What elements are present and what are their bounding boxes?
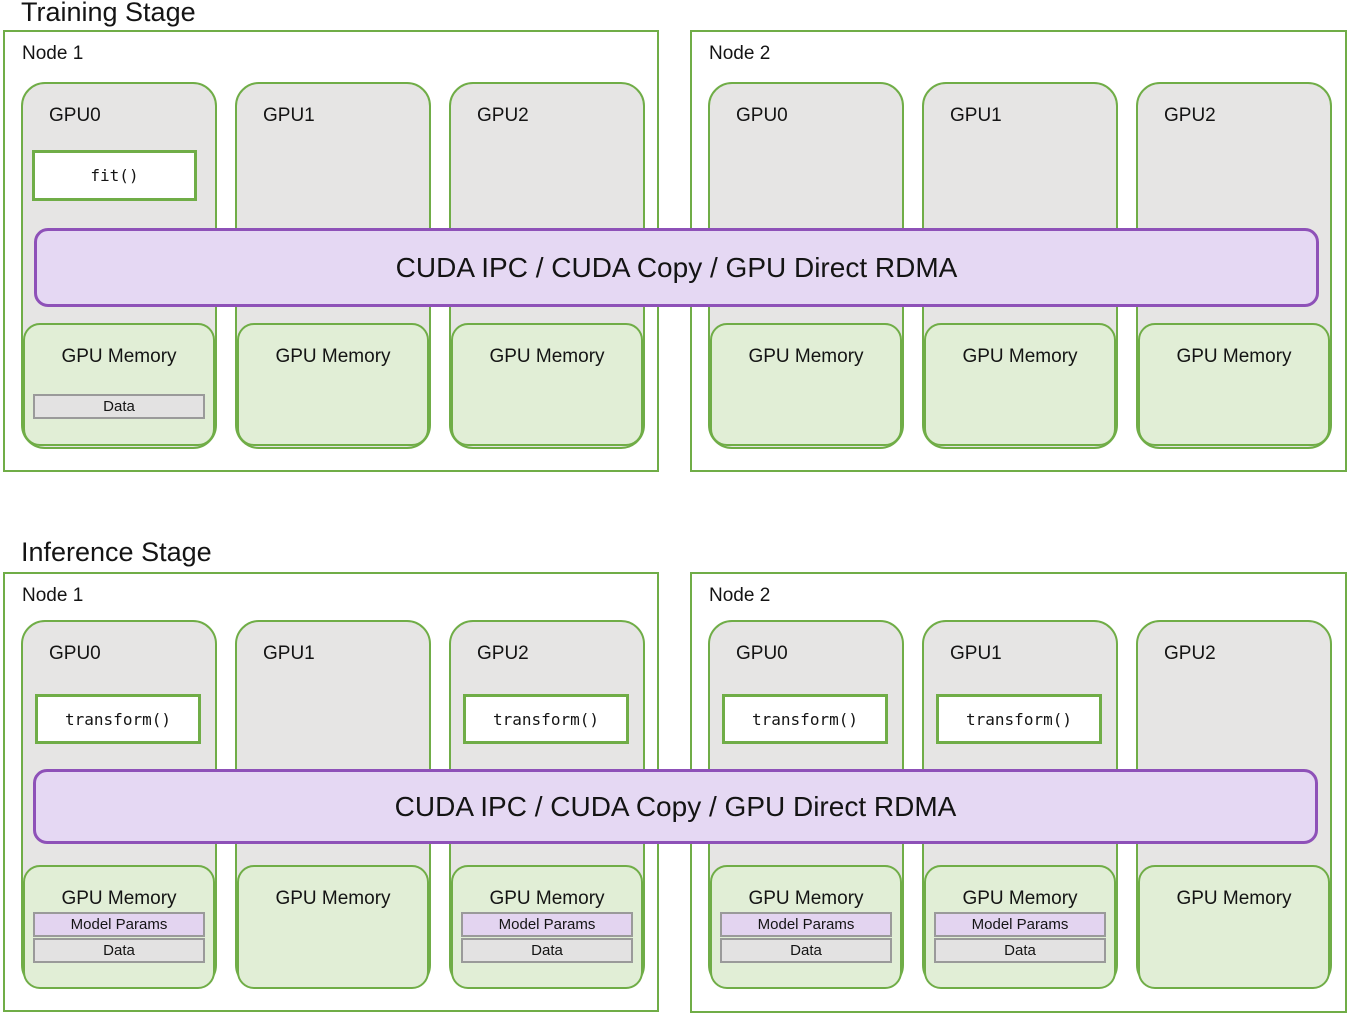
memory-item-data: Data (720, 938, 892, 963)
gpu-memory-box: GPU Memory (1138, 323, 1330, 446)
function-box: fit() (32, 150, 197, 201)
memory-item-data: Data (33, 938, 205, 963)
gpu-memory-box: GPU Memory Model Params Data (924, 865, 1116, 989)
gpu-memory-box: GPU Memory (237, 865, 429, 989)
memory-item-model-params: Model Params (461, 912, 633, 937)
function-box: transform() (722, 694, 888, 744)
cuda-ipc-banner-training: CUDA IPC / CUDA Copy / GPU Direct RDMA (34, 228, 1319, 307)
stage-title-inference: Inference Stage (21, 537, 212, 567)
gpu-label: GPU2 (1164, 105, 1216, 126)
function-box: transform() (463, 694, 629, 744)
function-label: transform() (752, 709, 858, 729)
gpu-memory-label: GPU Memory (489, 346, 605, 367)
gpu-label: GPU2 (477, 105, 529, 126)
function-box: transform() (35, 694, 201, 744)
function-label: fit() (90, 166, 139, 185)
memory-item-model-params: Model Params (33, 912, 205, 937)
gpu-label: GPU0 (736, 105, 788, 126)
gpu-label: GPU1 (950, 105, 1002, 126)
gpu-label: GPU2 (1164, 643, 1216, 664)
gpu-label: GPU0 (736, 643, 788, 664)
gpu-memory-label: GPU Memory (748, 346, 864, 367)
gpu-memory-label: GPU Memory (61, 888, 177, 909)
gpu-memory-label: GPU Memory (489, 888, 605, 909)
gpu-memory-label: GPU Memory (748, 888, 864, 909)
memory-items: Model Params Data (461, 912, 633, 963)
node-label: Node 1 (22, 585, 84, 606)
banner-label: CUDA IPC / CUDA Copy / GPU Direct RDMA (394, 790, 957, 822)
stage-title-training: Training Stage (21, 0, 196, 27)
memory-item-model-params: Model Params (934, 912, 1106, 937)
function-label: transform() (493, 709, 599, 729)
gpu-memory-box: GPU Memory Model Params Data (23, 865, 215, 989)
gpu-memory-label: GPU Memory (962, 888, 1078, 909)
banner-label: CUDA IPC / CUDA Copy / GPU Direct RDMA (395, 251, 958, 283)
gpu-memory-box: GPU Memory Model Params Data (710, 865, 902, 989)
gpu-label: GPU1 (263, 105, 315, 126)
gpu-memory-box: GPU Memory (451, 323, 643, 446)
gpu-memory-label: GPU Memory (275, 888, 391, 909)
function-label: transform() (966, 709, 1072, 729)
cuda-ipc-banner-inference: CUDA IPC / CUDA Copy / GPU Direct RDMA (33, 769, 1318, 844)
gpu-memory-label: GPU Memory (1176, 346, 1292, 367)
gpu-label: GPU1 (263, 643, 315, 664)
memory-item-data: Data (934, 938, 1106, 963)
node-label: Node 2 (709, 43, 771, 64)
node-label: Node 2 (709, 585, 771, 606)
node-label: Node 1 (22, 43, 84, 64)
gpu-memory-box: GPU Memory (924, 323, 1116, 446)
function-box: transform() (936, 694, 1102, 744)
gpu-memory-box: GPU Memory (237, 323, 429, 446)
memory-item-data: Data (33, 394, 205, 419)
function-label: transform() (65, 709, 171, 729)
memory-items: Model Params Data (934, 912, 1106, 963)
memory-item-data: Data (461, 938, 633, 963)
gpu-memory-box: GPU Memory (1138, 865, 1330, 989)
gpu-memory-label: GPU Memory (61, 346, 177, 367)
gpu-memory-label: GPU Memory (275, 346, 391, 367)
memory-items: Model Params Data (33, 912, 205, 963)
gpu-column-gpu2: GPU2 transform() GPU Memory Model Params… (449, 620, 645, 989)
gpu-memory-box: GPU Memory Model Params Data (451, 865, 643, 989)
gpu-memory-box: GPU Memory (710, 323, 902, 446)
gpu-memory-box: GPU Memory Data (23, 323, 215, 446)
gpu-label: GPU2 (477, 643, 529, 664)
gpu-label: GPU0 (49, 643, 101, 664)
gpu-memory-label: GPU Memory (1176, 888, 1292, 909)
gpu-memory-label: GPU Memory (962, 346, 1078, 367)
gpu-label: GPU0 (49, 105, 101, 126)
memory-items: Model Params Data (720, 912, 892, 963)
memory-item-model-params: Model Params (720, 912, 892, 937)
memory-items: Data (33, 394, 205, 419)
gpu-label: GPU1 (950, 643, 1002, 664)
